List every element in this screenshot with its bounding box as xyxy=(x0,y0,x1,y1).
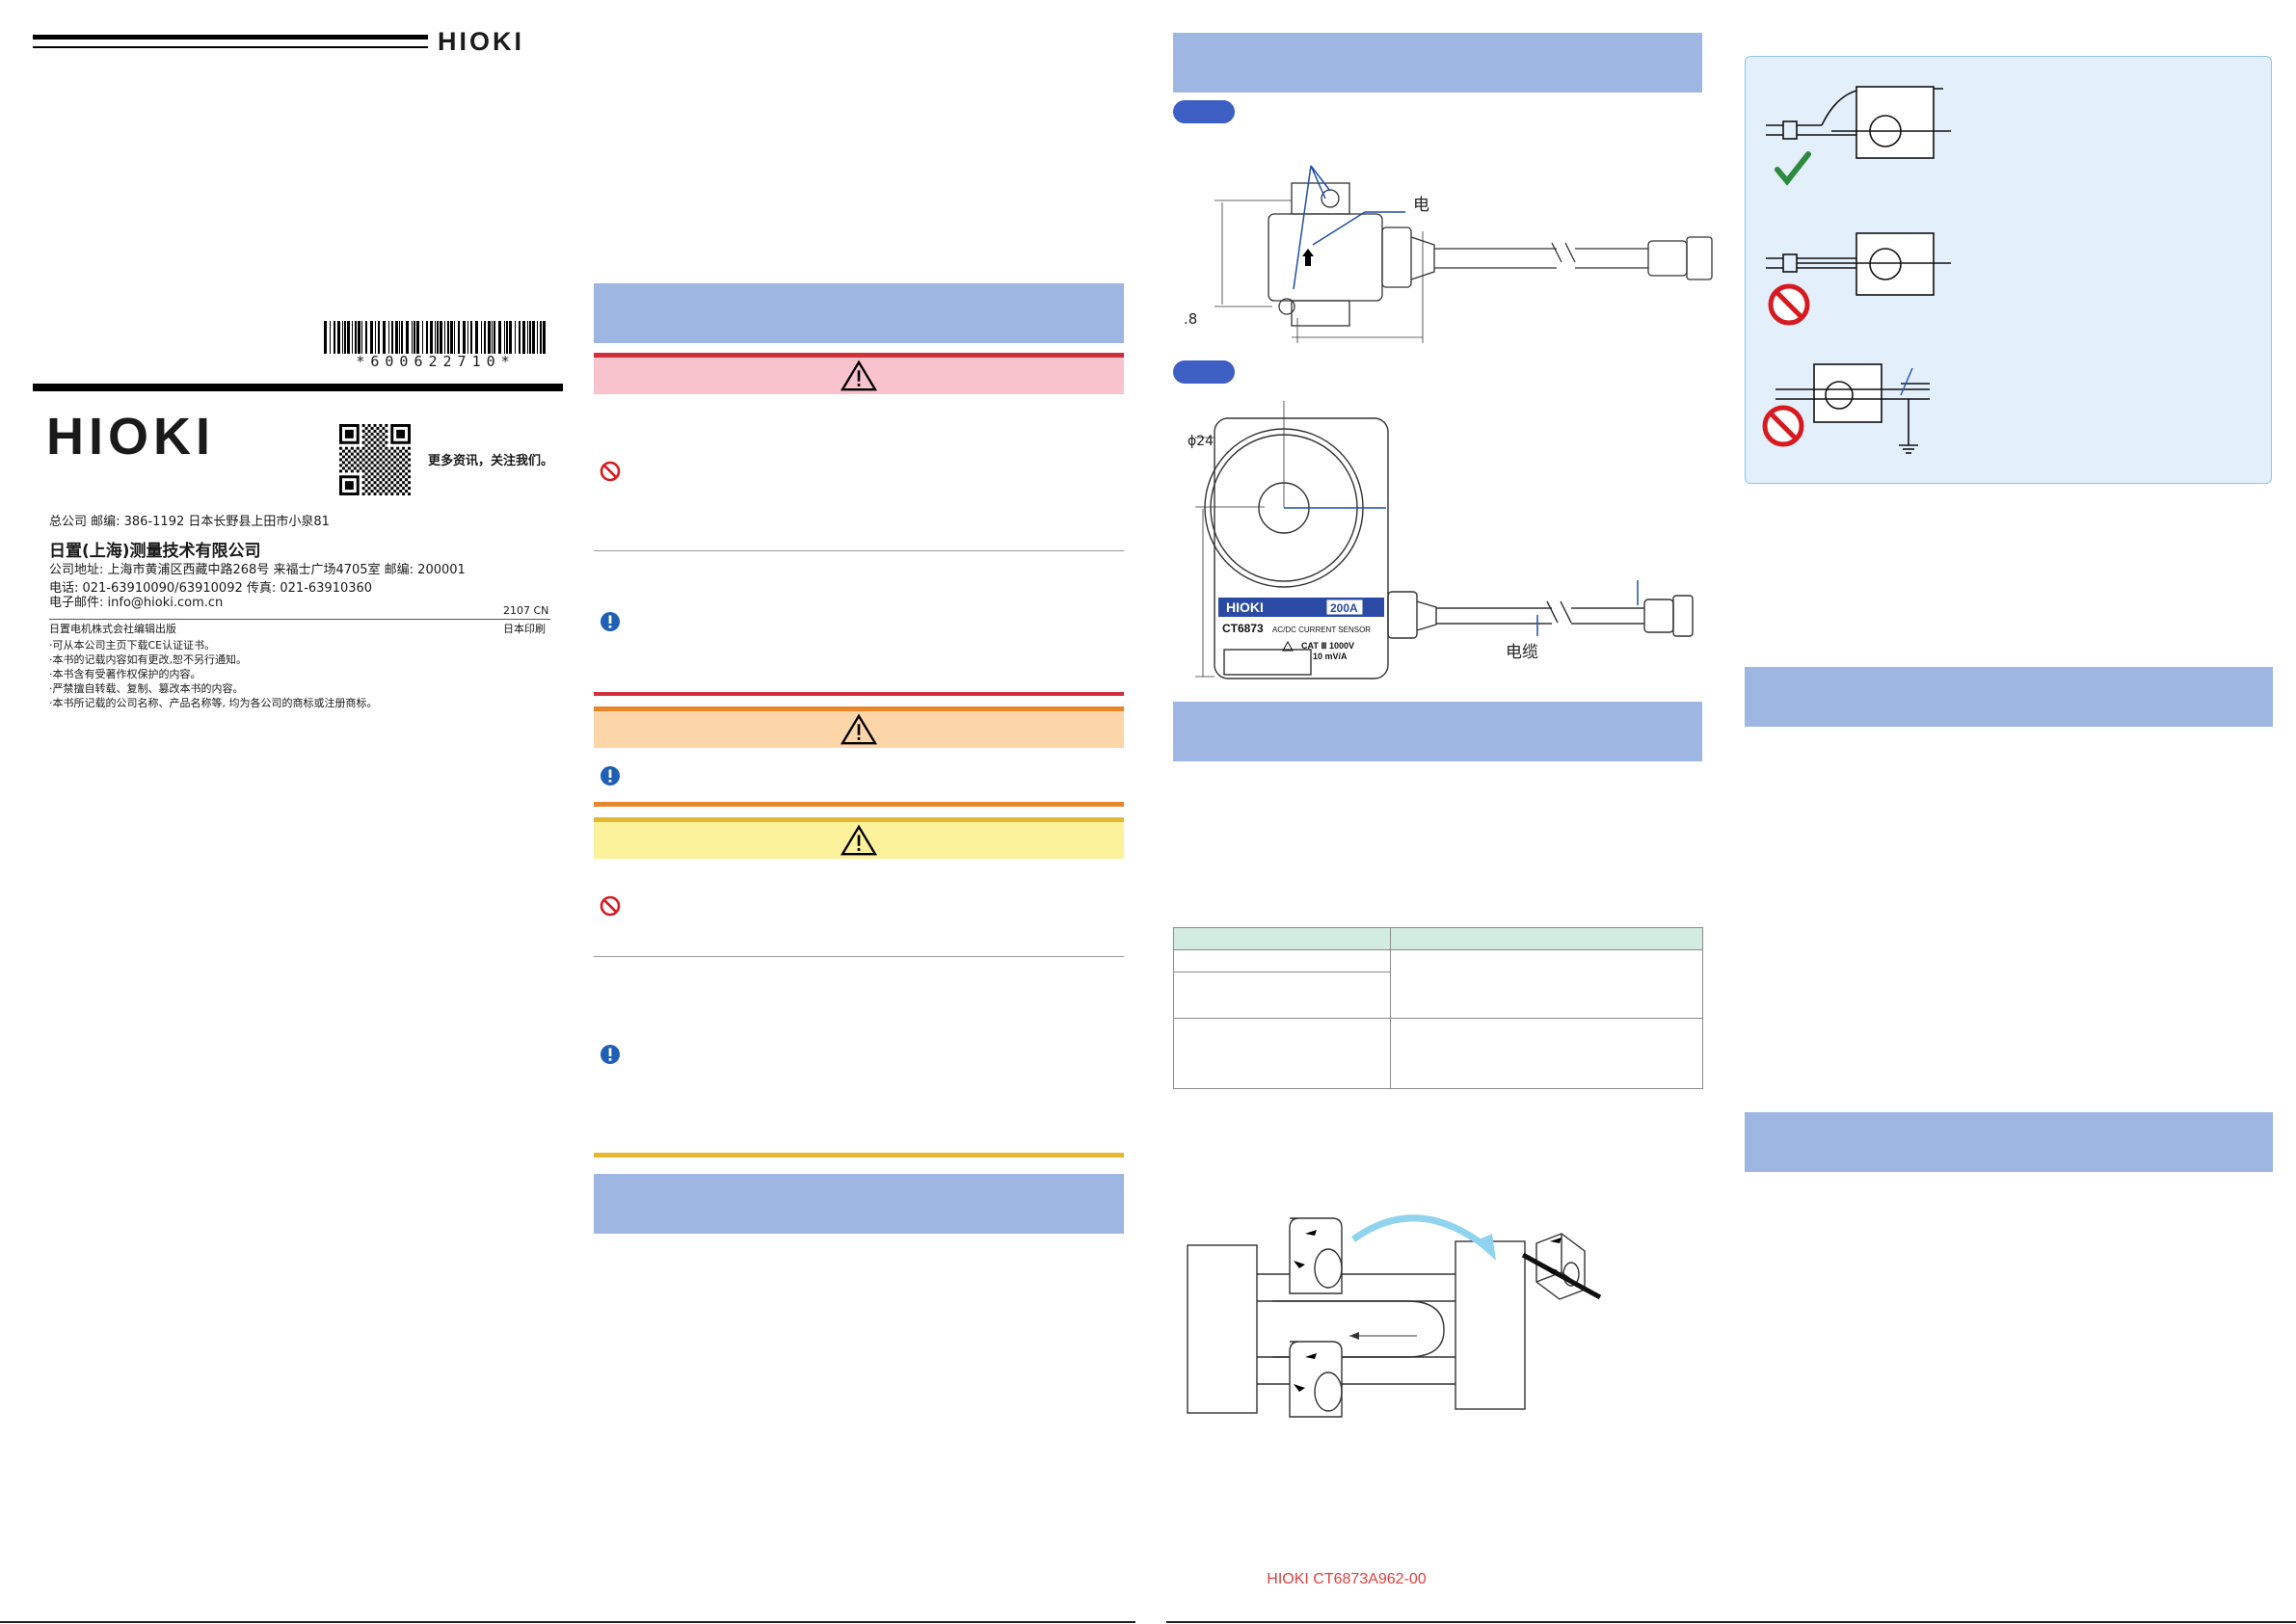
cat-rating-text: CAT Ⅲ 1000V xyxy=(1301,641,1354,651)
warning-top-line xyxy=(594,706,1124,711)
warning-bar xyxy=(594,711,1124,748)
qr-caption: 更多资讯，关注我们。 xyxy=(428,454,554,468)
top-rule-thin xyxy=(33,46,428,48)
view-badge xyxy=(1173,360,1235,384)
mandatory-icon xyxy=(601,612,620,631)
company-address: 公司地址: 上海市黄浦区西藏中路268号 来福士广场4705室 邮编: 2000… xyxy=(49,563,466,577)
bottom-rule xyxy=(1166,1621,2296,1623)
cover-column: HIOKI *600622710* HIOKI 更多资讯，关注我们。 总公司 邮… xyxy=(0,0,569,1624)
top-rule-thick xyxy=(33,35,428,40)
caution-orange-line xyxy=(594,802,1124,807)
incorrect-clamp-example xyxy=(1762,363,1930,454)
section-header-band xyxy=(594,283,1124,343)
danger-bar xyxy=(594,358,1124,394)
section-header-band xyxy=(594,1174,1124,1234)
section-header-band xyxy=(1173,702,1702,761)
caution-top-line xyxy=(594,817,1124,822)
edition-code: 2107 CN xyxy=(503,604,549,617)
section-header-band xyxy=(1173,33,1702,93)
spec-table xyxy=(1173,927,1703,1089)
legal-note: ·本书的记载内容如有更改,恕不另行通知。 xyxy=(49,653,247,666)
legal-notes: ·可从本公司主页下载CE认证证书。 ·本书的记载内容如有更改,恕不另行通知。 ·… xyxy=(49,638,550,710)
printed-in: 日本印刷 xyxy=(503,623,546,635)
clamp-orientation-diagram xyxy=(1187,1214,1602,1418)
cover-logo: HIOKI xyxy=(46,408,216,466)
prohibited-icon xyxy=(600,895,621,917)
rating-badge-text: 200A xyxy=(1330,601,1358,615)
cable-label: 电缆 xyxy=(1506,643,1538,662)
sensor-type-text: AC/DC CURRENT SENSOR xyxy=(1272,626,1371,634)
section-header-band xyxy=(1745,667,2273,727)
caution-bar xyxy=(594,822,1124,859)
company-name: 日置(上海)测量技术有限公司 xyxy=(49,542,261,561)
barcode xyxy=(324,321,546,354)
header-logo: HIOKI xyxy=(438,27,525,56)
publisher-rule xyxy=(49,619,550,620)
side-view-diagram: .8 电 xyxy=(1184,165,1713,343)
sensor-brand-text: HIOKI xyxy=(1226,599,1264,615)
clamping-column xyxy=(1735,0,2296,1624)
bottom-rule xyxy=(0,1621,1135,1623)
legal-note: ·本书含有受著作权保护的内容。 xyxy=(49,668,201,680)
incorrect-clamp-example xyxy=(1766,232,1951,326)
diagram-column: .8 电 HIOKI xyxy=(1157,0,1725,1624)
caution-end-line xyxy=(594,1153,1124,1158)
legal-note: ·本书所记载的公司名称、产品名称等, 均为各公司的商标或注册商标。 xyxy=(49,697,378,709)
cover-divider xyxy=(33,384,563,391)
table-row-line xyxy=(1174,1018,1702,1019)
danger-top-line xyxy=(594,353,1124,358)
caution-triangle-icon xyxy=(841,824,877,856)
front-view-diagram: HIOKI 200A CT6873 AC/DC CURRENT SENSOR C… xyxy=(1188,401,1694,679)
phi-label: ϕ24 xyxy=(1188,434,1214,449)
company-phone: 电话: 021-63910090/63910092 传真: 021-639103… xyxy=(49,581,373,596)
table-header xyxy=(1174,928,1702,950)
electric-callout-label: 电 xyxy=(1413,196,1429,215)
view-badge xyxy=(1173,100,1235,123)
warning-red-line xyxy=(594,692,1124,696)
mandatory-icon xyxy=(601,1045,620,1064)
barcode-text: *600622710* xyxy=(356,353,516,370)
output-rate-text: 10 mV/A xyxy=(1313,652,1348,661)
danger-triangle-icon xyxy=(841,359,877,391)
correct-clamp-example xyxy=(1766,86,1951,186)
caution-separator xyxy=(594,956,1124,957)
prohibited-icon xyxy=(600,461,621,482)
legal-note: ·严禁擅自转载、复制、篡改本书的内容。 xyxy=(49,682,244,695)
publisher: 日置电机株式会社编辑出版 xyxy=(49,623,176,635)
dimension-label: .8 xyxy=(1184,310,1197,328)
qr-code xyxy=(339,424,411,495)
footer-doc-code: HIOKI CT6873A962-00 xyxy=(1267,1571,1427,1587)
table-col-divider xyxy=(1390,928,1391,1088)
danger-separator xyxy=(594,550,1124,551)
hq-line: 总公司 邮编: 386-1192 日本长野县上田市小泉81 xyxy=(49,515,330,529)
model-text: CT6873 xyxy=(1222,622,1264,635)
legal-note: ·可从本公司主页下载CE认证证书。 xyxy=(49,639,216,652)
company-email: 电子邮件: info@hioki.com.cn xyxy=(49,596,224,610)
warning-triangle-icon xyxy=(841,713,877,745)
safety-column xyxy=(578,0,1137,1624)
section-header-band xyxy=(1745,1112,2273,1172)
mandatory-icon xyxy=(601,766,620,785)
